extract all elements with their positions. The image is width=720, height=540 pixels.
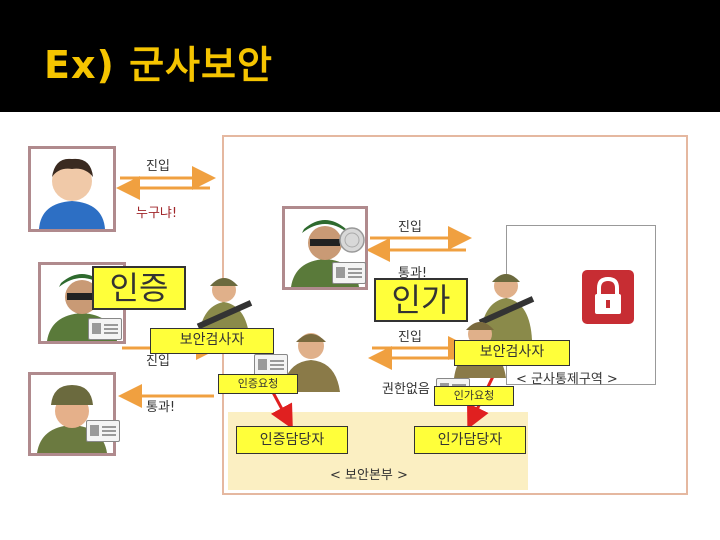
label-who-are-you: 누구냐! — [136, 206, 178, 221]
inspector-left-box: 보안검사자 — [150, 328, 274, 354]
soldier-lower-photo — [28, 372, 116, 456]
label-enter-1: 진입 — [146, 159, 170, 174]
authz-request-box: 인가요청 — [434, 386, 514, 406]
label-enter-2: 진입 — [398, 220, 422, 235]
id-card-icon — [86, 420, 120, 442]
auth-request-box: 인증요청 — [218, 374, 298, 394]
title-bar: Ex) 군사보안 — [0, 0, 720, 112]
label-pass-1: 통과! — [398, 266, 428, 281]
id-card-icon — [88, 318, 122, 340]
civilian-photo — [28, 146, 116, 232]
label-pass-2: 통과! — [146, 400, 176, 415]
label-enter-4: 진입 — [146, 354, 170, 369]
auth-officer-box: 인증담당자 — [236, 426, 348, 454]
authorization-box: 인가 — [374, 278, 468, 322]
id-card-icon — [254, 354, 288, 376]
authz-officer-box: 인가담당자 — [414, 426, 526, 454]
label-enter-3: 진입 — [398, 330, 422, 345]
slide-title: Ex) 군사보안 — [44, 43, 273, 87]
label-military-zone: < 군사통제구역 > — [516, 372, 618, 387]
label-security-hq: < 보안본부 > — [330, 468, 408, 483]
armed-soldier-icon — [478, 274, 535, 340]
id-card-icon — [332, 262, 366, 284]
authentication-box: 인증 — [92, 266, 186, 310]
lock-icon — [582, 270, 634, 324]
coin-icon — [339, 227, 365, 253]
label-no-authority: 권한없음 — [382, 382, 430, 397]
inspector-right-box: 보안검사자 — [454, 340, 570, 366]
civilian-avatar-icon — [39, 158, 105, 229]
